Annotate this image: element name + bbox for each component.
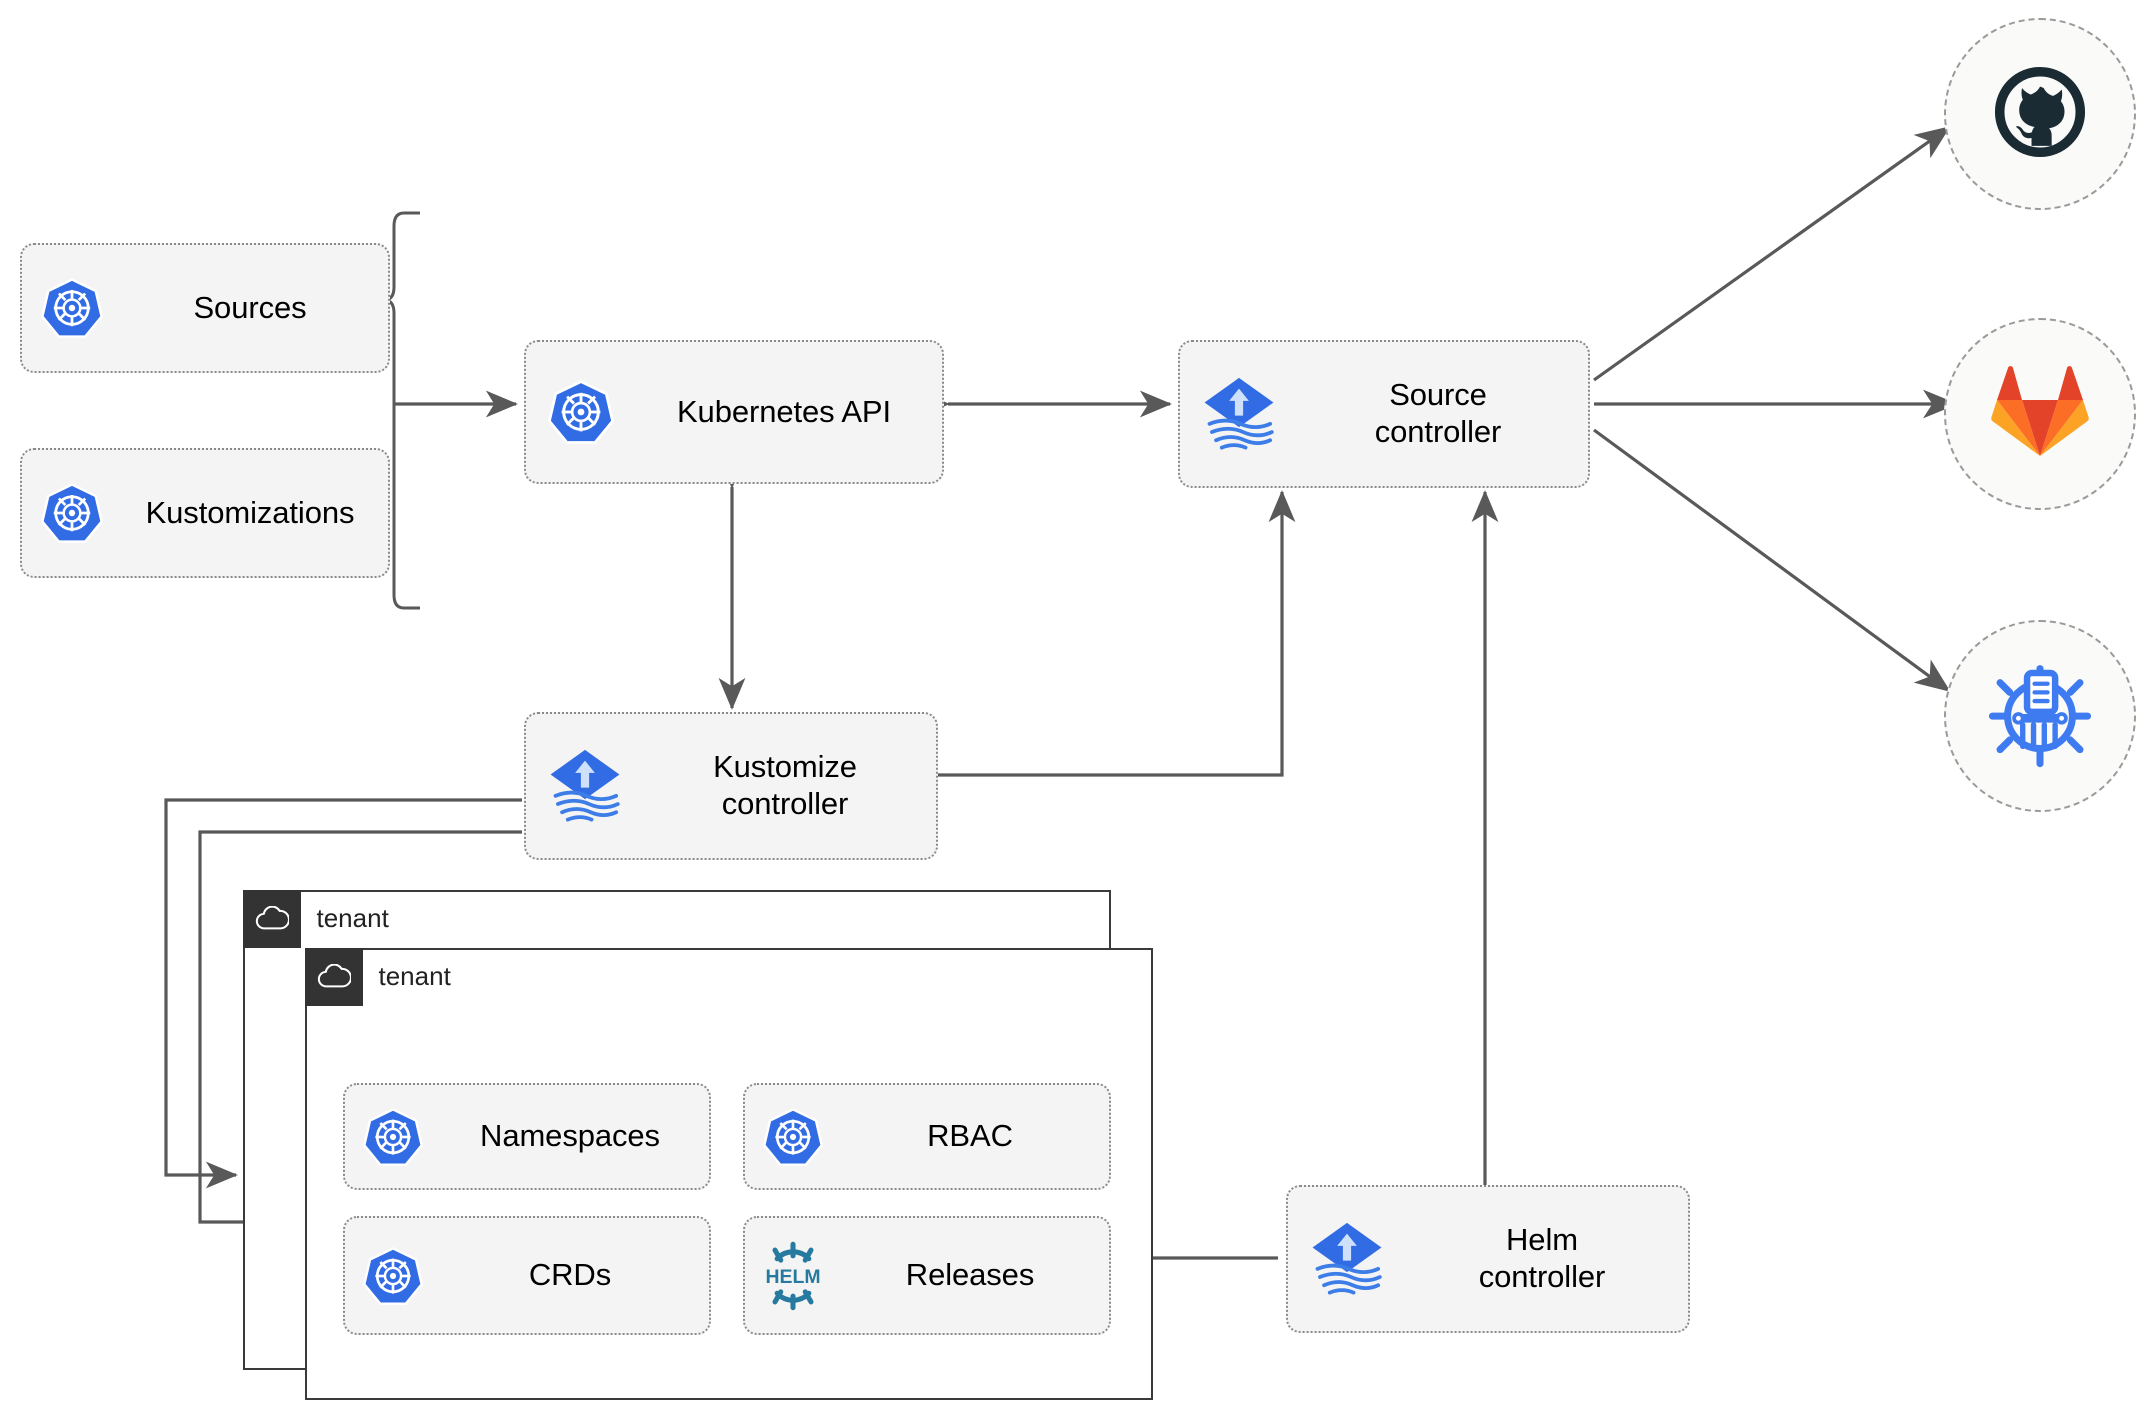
github-icon (1987, 59, 2093, 170)
node-helm-controller[interactable]: Helm controller (1286, 1185, 1690, 1333)
node-label: Helm controller (1478, 1222, 1606, 1294)
cloud-icon (242, 889, 301, 948)
tenant-frame-inner[interactable]: tenant (304, 947, 1153, 1400)
tenant-tab: tenant (242, 889, 389, 948)
node-kubernetes-api[interactable]: Kubernetes API (524, 340, 944, 484)
endpoint-helm-repository[interactable] (1944, 620, 2136, 812)
kubernetes-icon (345, 1107, 441, 1167)
node-kustomizations[interactable]: Kustomizations (20, 448, 390, 578)
node-source-controller[interactable]: Source controller (1178, 340, 1590, 488)
node-label: Sources (193, 289, 307, 325)
node-label: Source controller (1374, 377, 1502, 449)
gitlab-icon (1990, 364, 2090, 465)
cell-releases: HELM Releases (743, 1216, 1111, 1335)
svg-text:HELM: HELM (765, 1266, 820, 1288)
node-label: Kubernetes API (676, 393, 892, 429)
kubernetes-icon (22, 277, 122, 339)
tenant-resource-grid: Namespaces (343, 1083, 1111, 1335)
node-label: Namespaces (480, 1118, 660, 1154)
cloud-icon (304, 947, 363, 1006)
node-label: Kustomize controller (713, 749, 857, 821)
node-label: CRDs (528, 1257, 612, 1293)
kubernetes-icon (526, 379, 636, 445)
tenant-label: tenant (378, 961, 451, 991)
node-crds[interactable]: CRDs (343, 1216, 711, 1335)
cell-namespaces: Namespaces (343, 1083, 711, 1190)
node-label: RBAC (927, 1118, 1013, 1154)
node-label: Kustomizations (145, 494, 355, 530)
node-kustomize-controller[interactable]: Kustomize controller (524, 712, 938, 860)
flux-icon (1288, 1218, 1406, 1300)
node-rbac[interactable]: RBAC (743, 1083, 1111, 1190)
node-label: Releases (905, 1257, 1035, 1293)
endpoint-github[interactable] (1944, 18, 2136, 210)
flux-icon (1180, 373, 1298, 455)
tenant-tab: tenant (304, 947, 451, 1006)
helm-icon: HELM (745, 1240, 841, 1312)
node-sources[interactable]: Sources (20, 243, 390, 373)
flux-icon (526, 745, 644, 827)
tenant-label: tenant (316, 903, 389, 933)
kubernetes-icon (22, 482, 122, 544)
cell-crds: CRDs (343, 1216, 711, 1335)
helm-repository-icon (1986, 660, 2094, 773)
kubernetes-icon (745, 1107, 841, 1167)
node-namespaces[interactable]: Namespaces (343, 1083, 711, 1190)
endpoint-gitlab[interactable] (1944, 318, 2136, 510)
kubernetes-icon (345, 1246, 441, 1306)
node-releases[interactable]: HELM Releases (743, 1216, 1111, 1335)
cell-rbac: RBAC (743, 1083, 1111, 1190)
